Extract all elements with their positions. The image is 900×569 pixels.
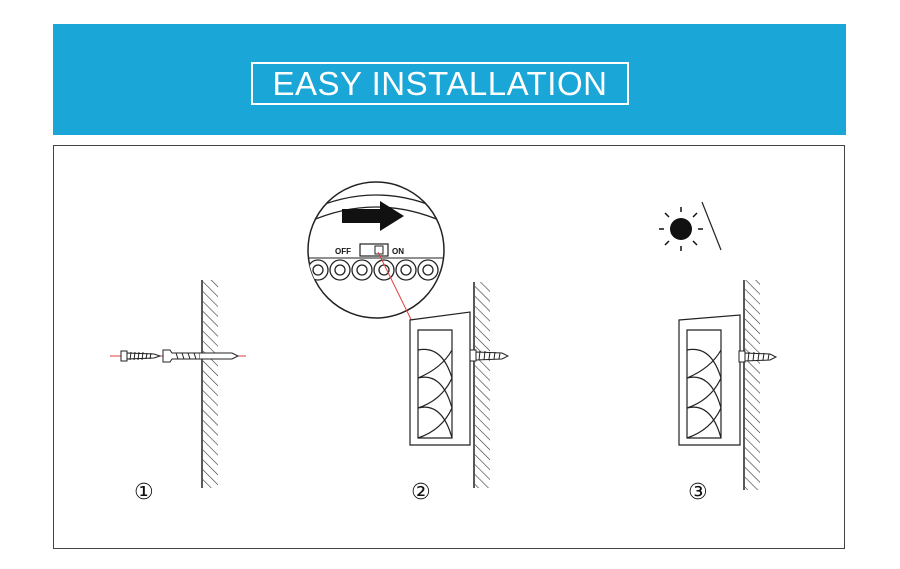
lamp-icon (678, 314, 741, 446)
step-1-number: ① (134, 480, 154, 505)
step-3-number: ③ (688, 480, 708, 505)
step-2-number: ② (411, 480, 431, 505)
switch-off-label: OFF (335, 247, 351, 256)
wall-icon (743, 280, 760, 490)
step-1-figure (110, 280, 246, 488)
magnifier-icon: OFF ON (307, 181, 445, 319)
switch-on-label: ON (392, 247, 404, 256)
wall-icon (473, 282, 490, 488)
screw-icon (738, 350, 778, 363)
sun-icon (659, 207, 703, 251)
arrow-right-icon (342, 201, 404, 231)
page-title: EASY INSTALLATION (272, 65, 608, 102)
screw-icon (120, 350, 162, 362)
switch-icon: OFF ON (335, 243, 404, 257)
step-2-figure: OFF ON (307, 181, 510, 488)
step-3-figure (659, 201, 778, 490)
wall-plug-icon (162, 349, 240, 363)
lamp-led-row (308, 259, 439, 281)
header-banner: EASY INSTALLATION (53, 24, 846, 135)
lamp-icon (409, 311, 471, 446)
moon-icon (727, 204, 740, 227)
screw-icon (469, 349, 510, 362)
day-night-divider (701, 201, 722, 251)
wall-icon (201, 280, 218, 488)
title-frame: EASY INSTALLATION (251, 62, 629, 105)
